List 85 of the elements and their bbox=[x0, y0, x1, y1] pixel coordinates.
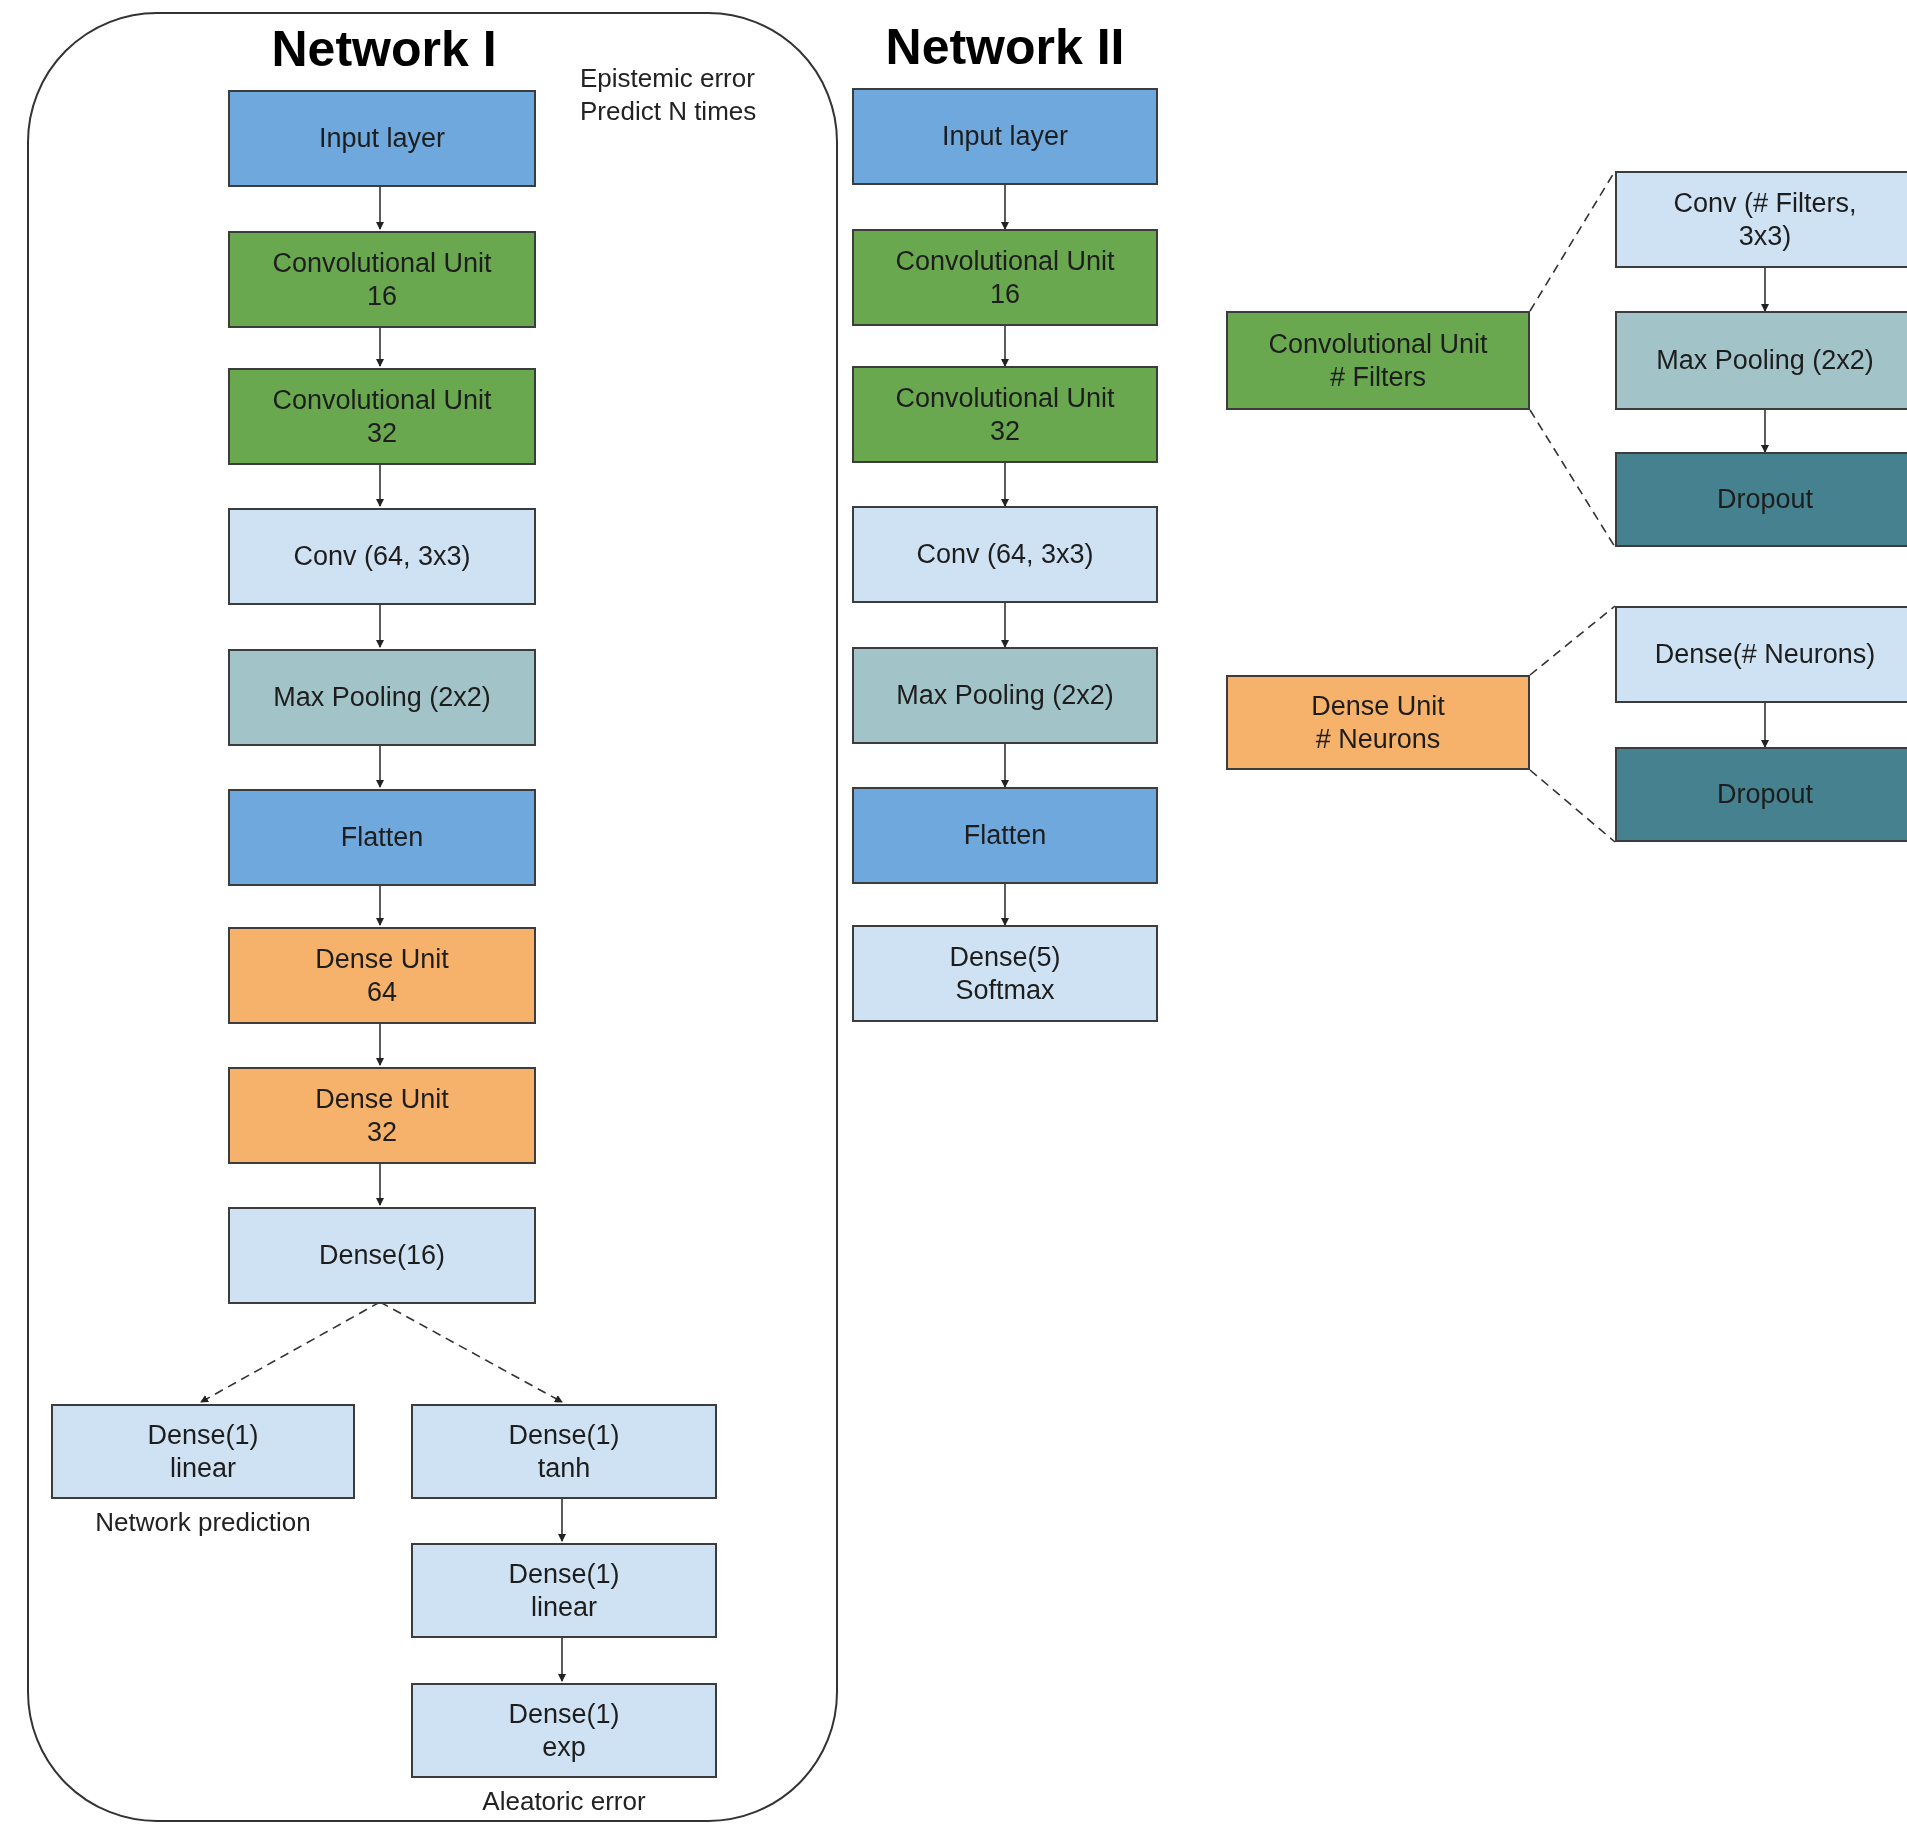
layer-label: Dropout bbox=[1716, 483, 1814, 516]
layer-box bbox=[51, 1404, 355, 1499]
layer-label: 32 bbox=[366, 416, 397, 449]
layer-label: Max Pooling (2x2) bbox=[896, 679, 1114, 712]
layer-label: Dense Unit bbox=[315, 943, 449, 976]
layer-label: Dense(1) bbox=[508, 1558, 620, 1591]
layer-label: Convolutional Unit bbox=[895, 245, 1115, 278]
layer-label: Convolutional Unit bbox=[272, 384, 492, 417]
dense-unit-box bbox=[228, 927, 536, 1024]
layer-label: Conv (64, 3x3) bbox=[293, 540, 471, 573]
arrow bbox=[1761, 267, 1769, 312]
input-box bbox=[228, 90, 536, 187]
layer-label: Softmax bbox=[955, 973, 1055, 1006]
dense-unit-box bbox=[228, 1067, 536, 1164]
conv-unit-box bbox=[852, 229, 1158, 326]
layer-label: # Neurons bbox=[1315, 722, 1441, 755]
arrow bbox=[1001, 883, 1009, 926]
conv-unit-box bbox=[228, 231, 536, 328]
layer-label: Max Pooling (2x2) bbox=[1656, 344, 1874, 377]
layer-box bbox=[411, 1543, 717, 1638]
layer-label: 32 bbox=[366, 1115, 397, 1148]
arrow bbox=[1001, 325, 1009, 367]
layer-label: Convolutional Unit bbox=[1268, 328, 1488, 361]
dropout-box bbox=[1615, 747, 1907, 842]
layer-label: Convolutional Unit bbox=[272, 247, 492, 280]
layer-label: 64 bbox=[366, 975, 397, 1008]
rounded-group-frame bbox=[27, 12, 838, 1822]
layer-label: Conv (64, 3x3) bbox=[916, 538, 1094, 571]
caption-text: Aleatoric error bbox=[482, 1786, 646, 1817]
pool-box bbox=[1615, 311, 1907, 410]
layer-label: Dense(5) bbox=[949, 941, 1061, 974]
note-text: Epistemic error Predict N times bbox=[580, 62, 758, 127]
layer-box bbox=[228, 508, 536, 605]
layer-box bbox=[228, 1207, 536, 1304]
arrow bbox=[1001, 743, 1009, 788]
layer-box bbox=[411, 1404, 717, 1499]
layer-label: Dense Unit bbox=[315, 1083, 449, 1116]
layer-label: linear bbox=[169, 1451, 236, 1484]
layer-label: Convolutional Unit bbox=[895, 382, 1115, 415]
layer-label: Flatten bbox=[340, 821, 424, 854]
input-box bbox=[852, 88, 1158, 185]
pool-box bbox=[852, 647, 1158, 744]
conv-unit-box bbox=[228, 368, 536, 465]
layer-label: Dense(1) bbox=[508, 1419, 620, 1452]
layer-label: Max Pooling (2x2) bbox=[273, 681, 491, 714]
arrow bbox=[1001, 184, 1009, 230]
layer-label: Input layer bbox=[318, 122, 446, 155]
arrow bbox=[1761, 409, 1769, 453]
arrow bbox=[1001, 462, 1009, 507]
layer-label: Dropout bbox=[1716, 778, 1814, 811]
layer-label: Flatten bbox=[963, 819, 1047, 852]
layer-box bbox=[852, 506, 1158, 603]
expansion-line bbox=[1529, 769, 1616, 843]
layer-label: Conv (# Filters, 3x3) bbox=[1672, 187, 1858, 252]
layer-box bbox=[1615, 171, 1907, 268]
layer-label: 16 bbox=[989, 277, 1020, 310]
layer-label: tanh bbox=[537, 1451, 591, 1484]
input-box bbox=[852, 787, 1158, 884]
arrow bbox=[1761, 702, 1769, 748]
layer-label: Dense(1) bbox=[147, 1419, 259, 1452]
layer-box bbox=[1615, 606, 1907, 703]
network-title: Network II bbox=[885, 18, 1125, 76]
expansion-line bbox=[1529, 605, 1616, 676]
network-title: Network I bbox=[271, 20, 497, 78]
dropout-box bbox=[1615, 452, 1907, 547]
dense-unit-box bbox=[1226, 675, 1530, 770]
layer-box bbox=[852, 925, 1158, 1022]
layer-box bbox=[411, 1683, 717, 1778]
arrow bbox=[1001, 602, 1009, 648]
layer-label: exp bbox=[542, 1730, 586, 1763]
layer-label: 16 bbox=[366, 279, 397, 312]
layer-label: Input layer bbox=[941, 120, 1069, 153]
layer-label: 32 bbox=[989, 414, 1020, 447]
layer-label: linear bbox=[530, 1590, 597, 1623]
layer-label: Dense(# Neurons) bbox=[1654, 638, 1876, 671]
expansion-line bbox=[1529, 409, 1616, 548]
layer-label: Dense(1) bbox=[508, 1698, 620, 1731]
layer-label: Dense(16) bbox=[318, 1239, 446, 1272]
caption-text: Network prediction bbox=[95, 1507, 311, 1538]
layer-label: # Filters bbox=[1330, 360, 1426, 393]
conv-unit-box bbox=[1226, 311, 1530, 410]
pool-box bbox=[228, 649, 536, 746]
conv-unit-box bbox=[852, 366, 1158, 463]
input-box bbox=[228, 789, 536, 886]
layer-label: Dense Unit bbox=[1311, 690, 1445, 723]
